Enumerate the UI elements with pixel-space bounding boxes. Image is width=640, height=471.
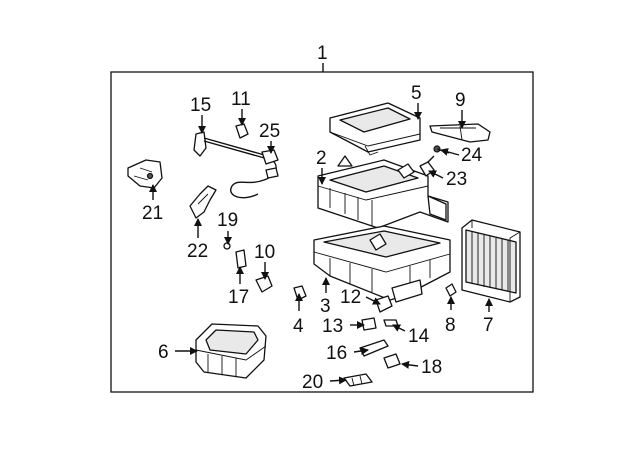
callout-5: 5	[411, 83, 422, 104]
part-12-duct	[375, 295, 393, 313]
part-4-clip	[293, 285, 307, 301]
callout-8: 8	[445, 315, 456, 336]
callout-12: 12	[340, 287, 361, 308]
callout-2: 2	[316, 148, 327, 169]
callout-7: 7	[483, 315, 494, 336]
callout-19: 19	[217, 210, 238, 231]
part-6-drain-pan	[195, 323, 267, 379]
part-7-filter	[461, 219, 521, 303]
callout-6: 6	[158, 342, 169, 363]
part-3-lower-case	[313, 225, 451, 303]
callout-11: 11	[231, 89, 251, 110]
part-19-clip	[223, 242, 231, 250]
part-11-clip	[235, 123, 249, 139]
callout-13: 13	[322, 316, 343, 337]
callout-25: 25	[259, 121, 280, 142]
callout-14: 14	[408, 326, 430, 347]
callout-21: 21	[142, 203, 163, 224]
callout-24: 24	[461, 145, 483, 166]
part-15-lever	[193, 131, 207, 157]
part-8-grommet	[445, 283, 457, 297]
callout-1: 1	[317, 43, 328, 64]
part-14-seal	[383, 319, 399, 327]
part-18-link	[383, 353, 401, 369]
callout-18: 18	[421, 357, 442, 378]
callout-labels: 1 5 9 15 11 25 2 24 23 21 22 19 10 17 3 …	[142, 43, 494, 393]
callout-15: 15	[190, 95, 211, 116]
callout-3: 3	[320, 296, 331, 317]
part-5-upper-cover	[329, 102, 421, 156]
part-9-bracket	[429, 123, 491, 143]
leader-lines	[149, 103, 493, 385]
callout-9: 9	[455, 90, 466, 111]
callout-16: 16	[326, 343, 347, 364]
part-17-link	[235, 249, 247, 269]
callout-22: 22	[187, 241, 208, 262]
part-20-clip	[343, 373, 373, 387]
part-16-lever	[359, 339, 389, 357]
callout-20: 20	[302, 372, 323, 393]
part-22-door-link	[189, 185, 217, 219]
part-2-upper-case	[317, 155, 449, 229]
callout-4: 4	[293, 316, 304, 337]
callout-17: 17	[228, 287, 249, 308]
part-13-seal	[361, 317, 377, 331]
part-25-cable	[203, 137, 279, 199]
assembly-frame	[110, 71, 534, 393]
callout-23: 23	[446, 169, 467, 190]
callout-10: 10	[254, 242, 275, 263]
part-21-actuator	[127, 159, 163, 189]
part-10-lever	[255, 275, 273, 293]
